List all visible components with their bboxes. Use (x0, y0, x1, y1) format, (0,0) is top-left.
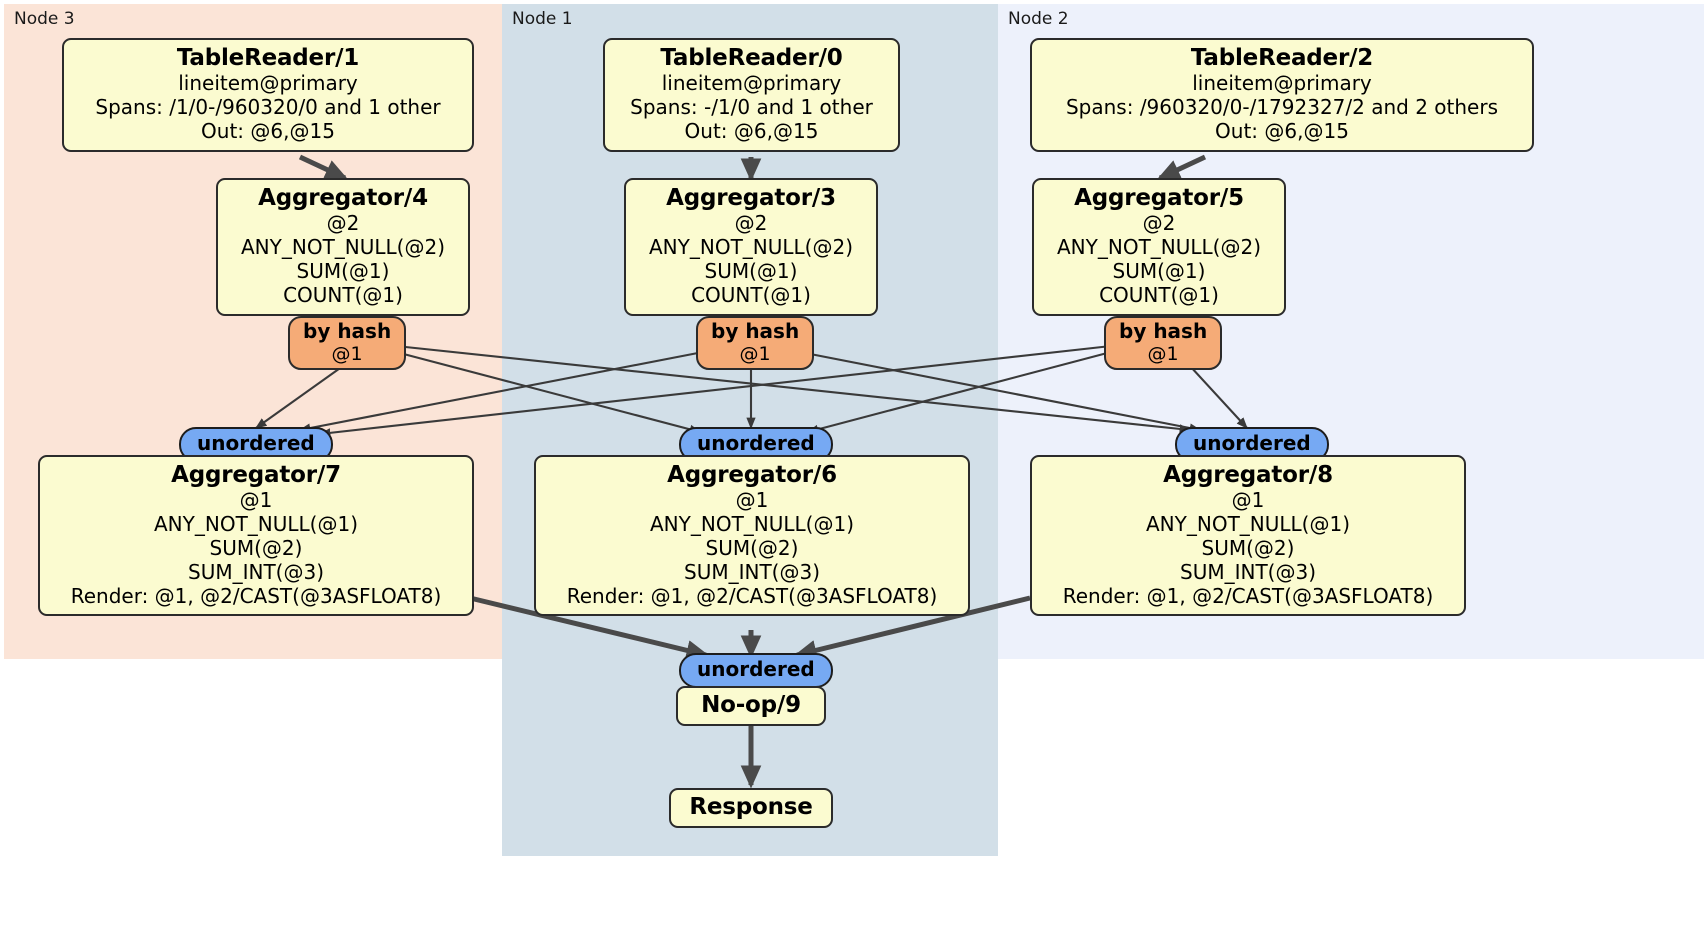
processor-detail: Render: @1, @2/CAST(@3ASFLOAT8) (1062, 583, 1434, 608)
processor-detail: COUNT(@1) (1099, 282, 1219, 307)
processor-detail: lineitem@primary (178, 71, 358, 96)
processor-title: Aggregator/5 (1074, 185, 1244, 211)
processor-detail: Spans: /960320/0-/1792327/2 and 2 others (1065, 95, 1498, 120)
node-region-label: Node 2 (1008, 9, 1069, 29)
processor-detail: Spans: -/1/0 and 1 other (630, 95, 873, 120)
processor-detail: ANY_NOT_NULL(@2) (649, 235, 853, 260)
processor-detail: Render: @1, @2/CAST(@3ASFLOAT8) (70, 583, 442, 608)
processor-detail: SUM_INT(@3) (188, 559, 324, 584)
processor-aggregator-4[interactable]: Aggregator/4 @2 ANY_NOT_NULL(@2) SUM(@1)… (216, 178, 470, 316)
output-router-by-hash-center[interactable]: by hash @1 (696, 316, 815, 371)
processor-aggregator-8[interactable]: Aggregator/8 @1 ANY_NOT_NULL(@1) SUM(@2)… (1030, 455, 1466, 617)
processor-detail: ANY_NOT_NULL(@2) (1057, 235, 1261, 260)
processor-aggregator-7[interactable]: Aggregator/7 @1 ANY_NOT_NULL(@1) SUM(@2)… (38, 455, 474, 617)
output-router-by-hash-right[interactable]: by hash @1 (1104, 316, 1223, 371)
processor-noop-9[interactable]: No-op/9 (676, 686, 826, 727)
processor-detail: lineitem@primary (1192, 71, 1372, 96)
router-detail: @1 (331, 343, 363, 366)
router-detail: @1 (739, 343, 771, 366)
processor-aggregator-5[interactable]: Aggregator/5 @2 ANY_NOT_NULL(@2) SUM(@1)… (1032, 178, 1286, 316)
processor-detail: Out: @6,@15 (684, 118, 819, 143)
processor-detail: COUNT(@1) (283, 282, 403, 307)
processor-tablereader-2[interactable]: TableReader/2 lineitem@primary Spans: /9… (1030, 38, 1534, 152)
processor-detail: @1 (1231, 488, 1265, 513)
processor-detail: lineitem@primary (661, 71, 842, 96)
processor-title: No-op/9 (701, 692, 801, 718)
processor-detail: ANY_NOT_NULL(@1) (650, 512, 854, 537)
router-detail: @1 (1147, 343, 1179, 366)
processor-aggregator-6[interactable]: Aggregator/6 @1 ANY_NOT_NULL(@1) SUM(@2)… (534, 455, 970, 617)
processor-detail: SUM_INT(@3) (684, 559, 820, 584)
processor-detail: @2 (1142, 211, 1176, 236)
node-region-label: Node 3 (14, 9, 75, 29)
processor-detail: @2 (326, 211, 360, 236)
processor-title: Aggregator/3 (666, 185, 836, 211)
processor-detail: @1 (735, 488, 769, 513)
processor-detail: SUM(@1) (296, 258, 390, 283)
processor-detail: Spans: /1/0-/960320/0 and 1 other (95, 95, 441, 120)
processor-detail: SUM(@1) (1112, 258, 1206, 283)
node-region-label: Node 1 (512, 9, 573, 29)
router-title: by hash (1119, 319, 1208, 343)
processor-response[interactable]: Response (669, 788, 833, 829)
processor-detail: Out: @6,@15 (1215, 118, 1349, 143)
processor-title: TableReader/2 (1190, 45, 1374, 71)
output-router-by-hash-left[interactable]: by hash @1 (288, 316, 407, 371)
processor-tablereader-1[interactable]: TableReader/1 lineitem@primary Spans: /1… (62, 38, 474, 152)
processor-title: TableReader/1 (176, 45, 360, 71)
processor-detail: SUM_INT(@3) (1180, 559, 1316, 584)
processor-detail: Out: @6,@15 (201, 118, 335, 143)
processor-detail: ANY_NOT_NULL(@1) (154, 512, 358, 537)
processor-detail: SUM(@2) (209, 535, 303, 560)
processor-detail: SUM(@1) (704, 258, 798, 283)
input-sync-unordered-final[interactable]: unordered (679, 653, 833, 688)
processor-detail: COUNT(@1) (691, 282, 811, 307)
processor-detail: Render: @1, @2/CAST(@3ASFLOAT8) (566, 583, 938, 608)
processor-detail: SUM(@2) (705, 535, 799, 560)
router-title: by hash (303, 319, 392, 343)
router-title: by hash (711, 319, 800, 343)
processor-title: Aggregator/8 (1163, 462, 1333, 488)
processor-title: Aggregator/7 (171, 462, 341, 488)
processor-detail: @2 (734, 211, 768, 236)
processor-tablereader-0[interactable]: TableReader/0 lineitem@primary Spans: -/… (603, 38, 900, 152)
processor-title: Aggregator/4 (258, 185, 428, 211)
processor-detail: ANY_NOT_NULL(@2) (241, 235, 445, 260)
processor-title: Response (689, 794, 813, 820)
processor-title: TableReader/0 (660, 45, 843, 71)
processor-title: Aggregator/6 (667, 462, 837, 488)
processor-detail: @1 (239, 488, 273, 513)
processor-detail: SUM(@2) (1201, 535, 1295, 560)
processor-aggregator-3[interactable]: Aggregator/3 @2 ANY_NOT_NULL(@2) SUM(@1)… (624, 178, 878, 316)
processor-detail: ANY_NOT_NULL(@1) (1146, 512, 1350, 537)
